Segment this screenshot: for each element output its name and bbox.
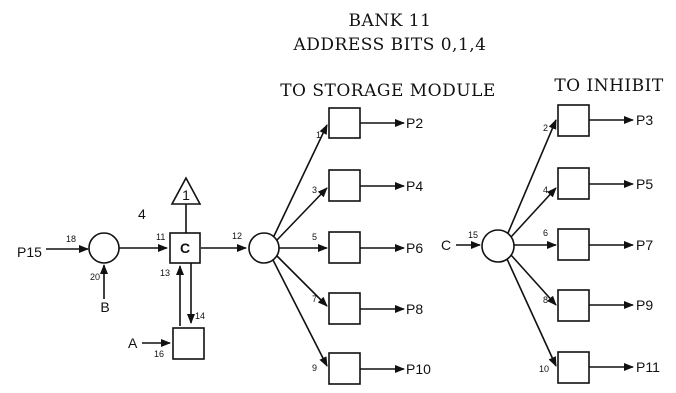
c-box [169,232,201,264]
input-junction-node [88,232,120,264]
inhibit-box [557,167,590,200]
pin-18: 18 [66,234,76,244]
storage-out-label: P8 [406,301,423,317]
storage-module-heading: TO STORAGE MODULE [280,81,496,101]
pin-16: 16 [154,349,164,359]
storage-branch-9: 9 P10 [272,259,431,385]
inhibit-branch-wire [506,258,557,367]
storage-pin: 7 [312,294,317,304]
inhibit-box [557,104,590,137]
input-a-label: A [128,335,138,351]
big-label-4: 4 [138,206,146,222]
inhibit-branch-wire [510,187,557,238]
pin-13: 13 [160,268,170,278]
storage-branch-5: 5 P6 [279,231,423,264]
inhibit-branch-4: 4 P5 [510,167,653,238]
storage-branch-3: 3 P4 [276,169,423,241]
inhibit-box [557,351,590,384]
storage-out-label: P2 [406,115,423,131]
storage-box [328,231,361,264]
storage-box [328,352,361,385]
inhibit-branch-6: 6 P7 [514,228,653,261]
inhibit-box [557,289,590,322]
address-bits-title: ADDRESS BITS 0,1,4 [293,35,487,55]
a-box [172,327,205,360]
input-p15-label: P15 [17,244,42,260]
inhibit-pin: 4 [543,185,548,195]
inhibit-pin: 2 [543,123,548,133]
storage-pin: 1 [316,130,321,140]
pin-14: 14 [195,311,205,321]
storage-branch-wire [276,255,328,307]
storage-pin: 3 [312,185,317,195]
inhibit-out-label: P9 [636,297,653,313]
inhibit-branch-wire [510,254,557,306]
c-box-label: C [180,240,190,256]
inhibit-input-c-label: C [441,237,451,253]
inhibit-branch-8: 8 P9 [510,254,653,322]
inhibit-out-label: P11 [636,359,660,375]
inhibit-branch-10: 10 P11 [506,258,660,384]
storage-branch-wire [273,124,328,237]
inhibit-branch-2: 2 P3 [507,104,653,234]
storage-box [328,169,361,202]
storage-box [328,292,361,325]
inhibit-out-label: P3 [636,112,653,128]
storage-box [328,107,361,139]
storage-out-label: P6 [406,240,423,256]
inhibit-input-pin: 15 [468,230,478,240]
inhibit-box [557,228,590,261]
pin-12: 12 [232,231,242,241]
pin-20: 20 [90,272,100,282]
storage-branch-1: 1 P2 [273,107,423,237]
inhibit-out-label: P5 [636,176,653,192]
inhibit-out-label: P7 [636,237,653,253]
storage-branch-7: 7 P8 [276,255,423,325]
storage-out-label: P10 [406,361,431,377]
inhibit-branch-wire [507,119,557,234]
storage-pin: 5 [312,232,317,242]
storage-pin: 9 [312,363,317,373]
storage-branch-wire [276,187,328,241]
inhibit-heading: TO INHIBIT [554,76,664,96]
storage-branch-wire [272,259,328,367]
storage-fanout-node [248,232,280,264]
inhibit-pin: 6 [543,228,548,238]
input-b-label: B [100,299,109,315]
pin-11: 11 [156,232,165,242]
inhibit-fanout-node [481,229,515,263]
inhibit-pin: 8 [543,295,548,305]
bank-title: BANK 11 [349,11,432,31]
storage-out-label: P4 [406,178,423,194]
triangle-label: 1 [182,187,190,203]
inhibit-pin: 10 [539,364,549,374]
